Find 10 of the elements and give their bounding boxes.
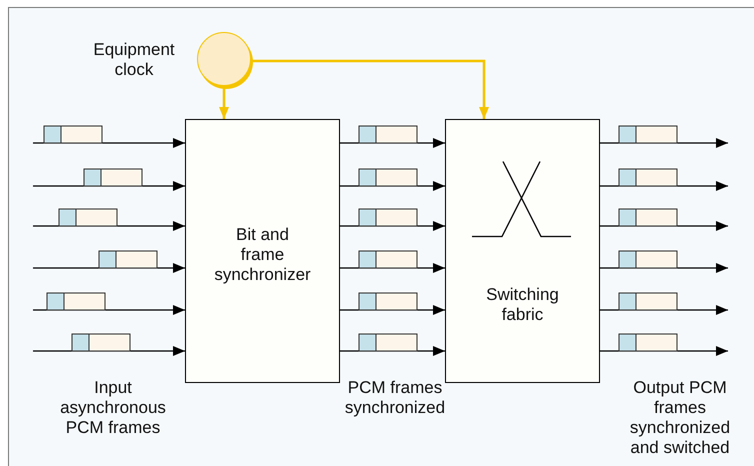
box-label: Switching fabric [485, 285, 560, 325]
arrow [219, 86, 229, 119]
box-label: Bit and frame synchronizer [213, 225, 312, 285]
caption-text: Input asynchronous PCM frames [59, 378, 167, 438]
caption-text: Output PCM frames synchronized and switched [628, 378, 732, 458]
process-box [445, 119, 600, 383]
clock-caption: Equipment clock [92, 40, 176, 80]
caption-text: PCM frames synchronized [344, 378, 446, 418]
process-box [185, 119, 340, 383]
arrow [251, 60, 489, 119]
